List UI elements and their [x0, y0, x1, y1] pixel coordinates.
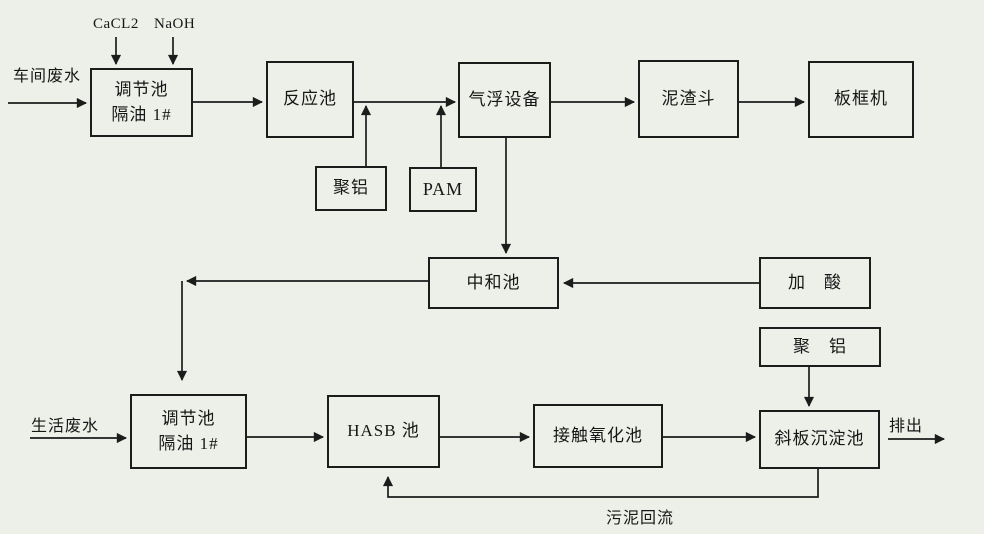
node-label: 反应池 [283, 89, 337, 109]
label-cacl2: CaCL2 [93, 16, 139, 32]
node-label: 接触氧化池 [553, 425, 643, 445]
node-pam: PAM [409, 167, 477, 212]
node-label: 加 酸 [788, 272, 842, 292]
node-label: 隔油 1# [158, 433, 219, 453]
label-naoh: NaOH [154, 16, 196, 32]
node-neutralization-tank: 中和池 [428, 257, 559, 309]
label-domestic-wastewater: 生活废水 [31, 418, 100, 435]
node-poly-aluminum-2: 聚 铝 [759, 327, 881, 367]
node-label: 调节池 [114, 79, 169, 99]
node-label: 泥渣斗 [661, 88, 716, 108]
node-label: 斜板沉淀池 [774, 429, 865, 449]
node-label: 聚 铝 [793, 336, 847, 356]
node-label: 隔油 1# [111, 104, 172, 124]
label-workshop-wastewater: 车间废水 [13, 68, 82, 85]
node-label: PAM [422, 179, 464, 200]
node-air-flotation: 气浮设备 [458, 62, 551, 138]
node-sludge-hopper: 泥渣斗 [638, 60, 739, 138]
node-acid-dosing: 加 酸 [759, 257, 871, 309]
label-sludge-return: 污泥回流 [606, 510, 675, 527]
node-reaction-tank: 反应池 [266, 61, 354, 138]
node-label: 气浮设备 [468, 89, 541, 109]
node-poly-aluminum-1: 聚铝 [315, 166, 387, 211]
node-contact-oxidation-tank: 接触氧化池 [533, 404, 663, 468]
node-label: 中和池 [466, 272, 521, 292]
node-label: 聚铝 [333, 178, 369, 198]
path-sludge-return [382, 469, 819, 498]
node-adjust-tank-2: 调节池 隔油 1# [130, 394, 247, 469]
node-inclined-plate-settler: 斜板沉淀池 [759, 410, 880, 469]
node-label: HASB 池 [347, 421, 420, 441]
node-plate-frame-press: 板框机 [808, 61, 914, 138]
node-hasb-tank: HASB 池 [327, 395, 440, 468]
label-discharge: 排出 [889, 418, 924, 435]
node-label: 板框机 [834, 89, 888, 109]
node-label: 调节池 [161, 408, 216, 428]
node-adjust-tank-1: 调节池 隔油 1# [90, 68, 193, 137]
